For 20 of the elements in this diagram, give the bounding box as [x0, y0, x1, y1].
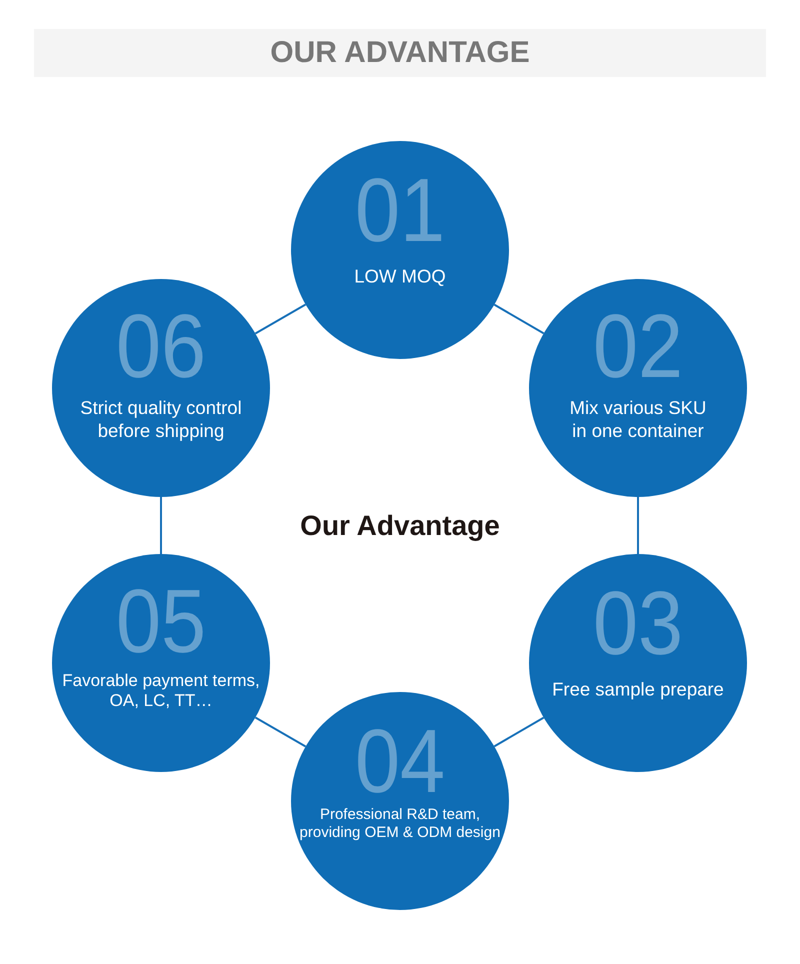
advantage-text: Strict quality control before shipping [79, 396, 243, 442]
page-title: OUR ADVANTAGE [270, 36, 530, 70]
connector-line [160, 497, 162, 554]
step-number: 02 [592, 313, 684, 381]
connector-line [494, 716, 544, 748]
step-number: 05 [116, 588, 206, 656]
connector-line [494, 304, 544, 334]
step-number: 06 [116, 313, 206, 381]
advantage-text: LOW MOQ [353, 264, 447, 288]
step-number: 01 [354, 177, 446, 245]
advantage-text: Mix various SKU in one container [568, 396, 708, 442]
advantage-text: Favorable payment terms, OA, LC, TT… [61, 671, 261, 711]
step-number: 04 [354, 728, 446, 796]
advantage-text: Free sample prepare [551, 678, 725, 700]
advantage-text: Professional R&D team, providing OEM & ODM design [298, 806, 502, 842]
connector-line [254, 304, 306, 334]
center-heading: Our Advantage [300, 509, 500, 543]
step-number: 03 [592, 590, 684, 658]
connector-line [254, 716, 306, 748]
connector-line [637, 497, 639, 554]
